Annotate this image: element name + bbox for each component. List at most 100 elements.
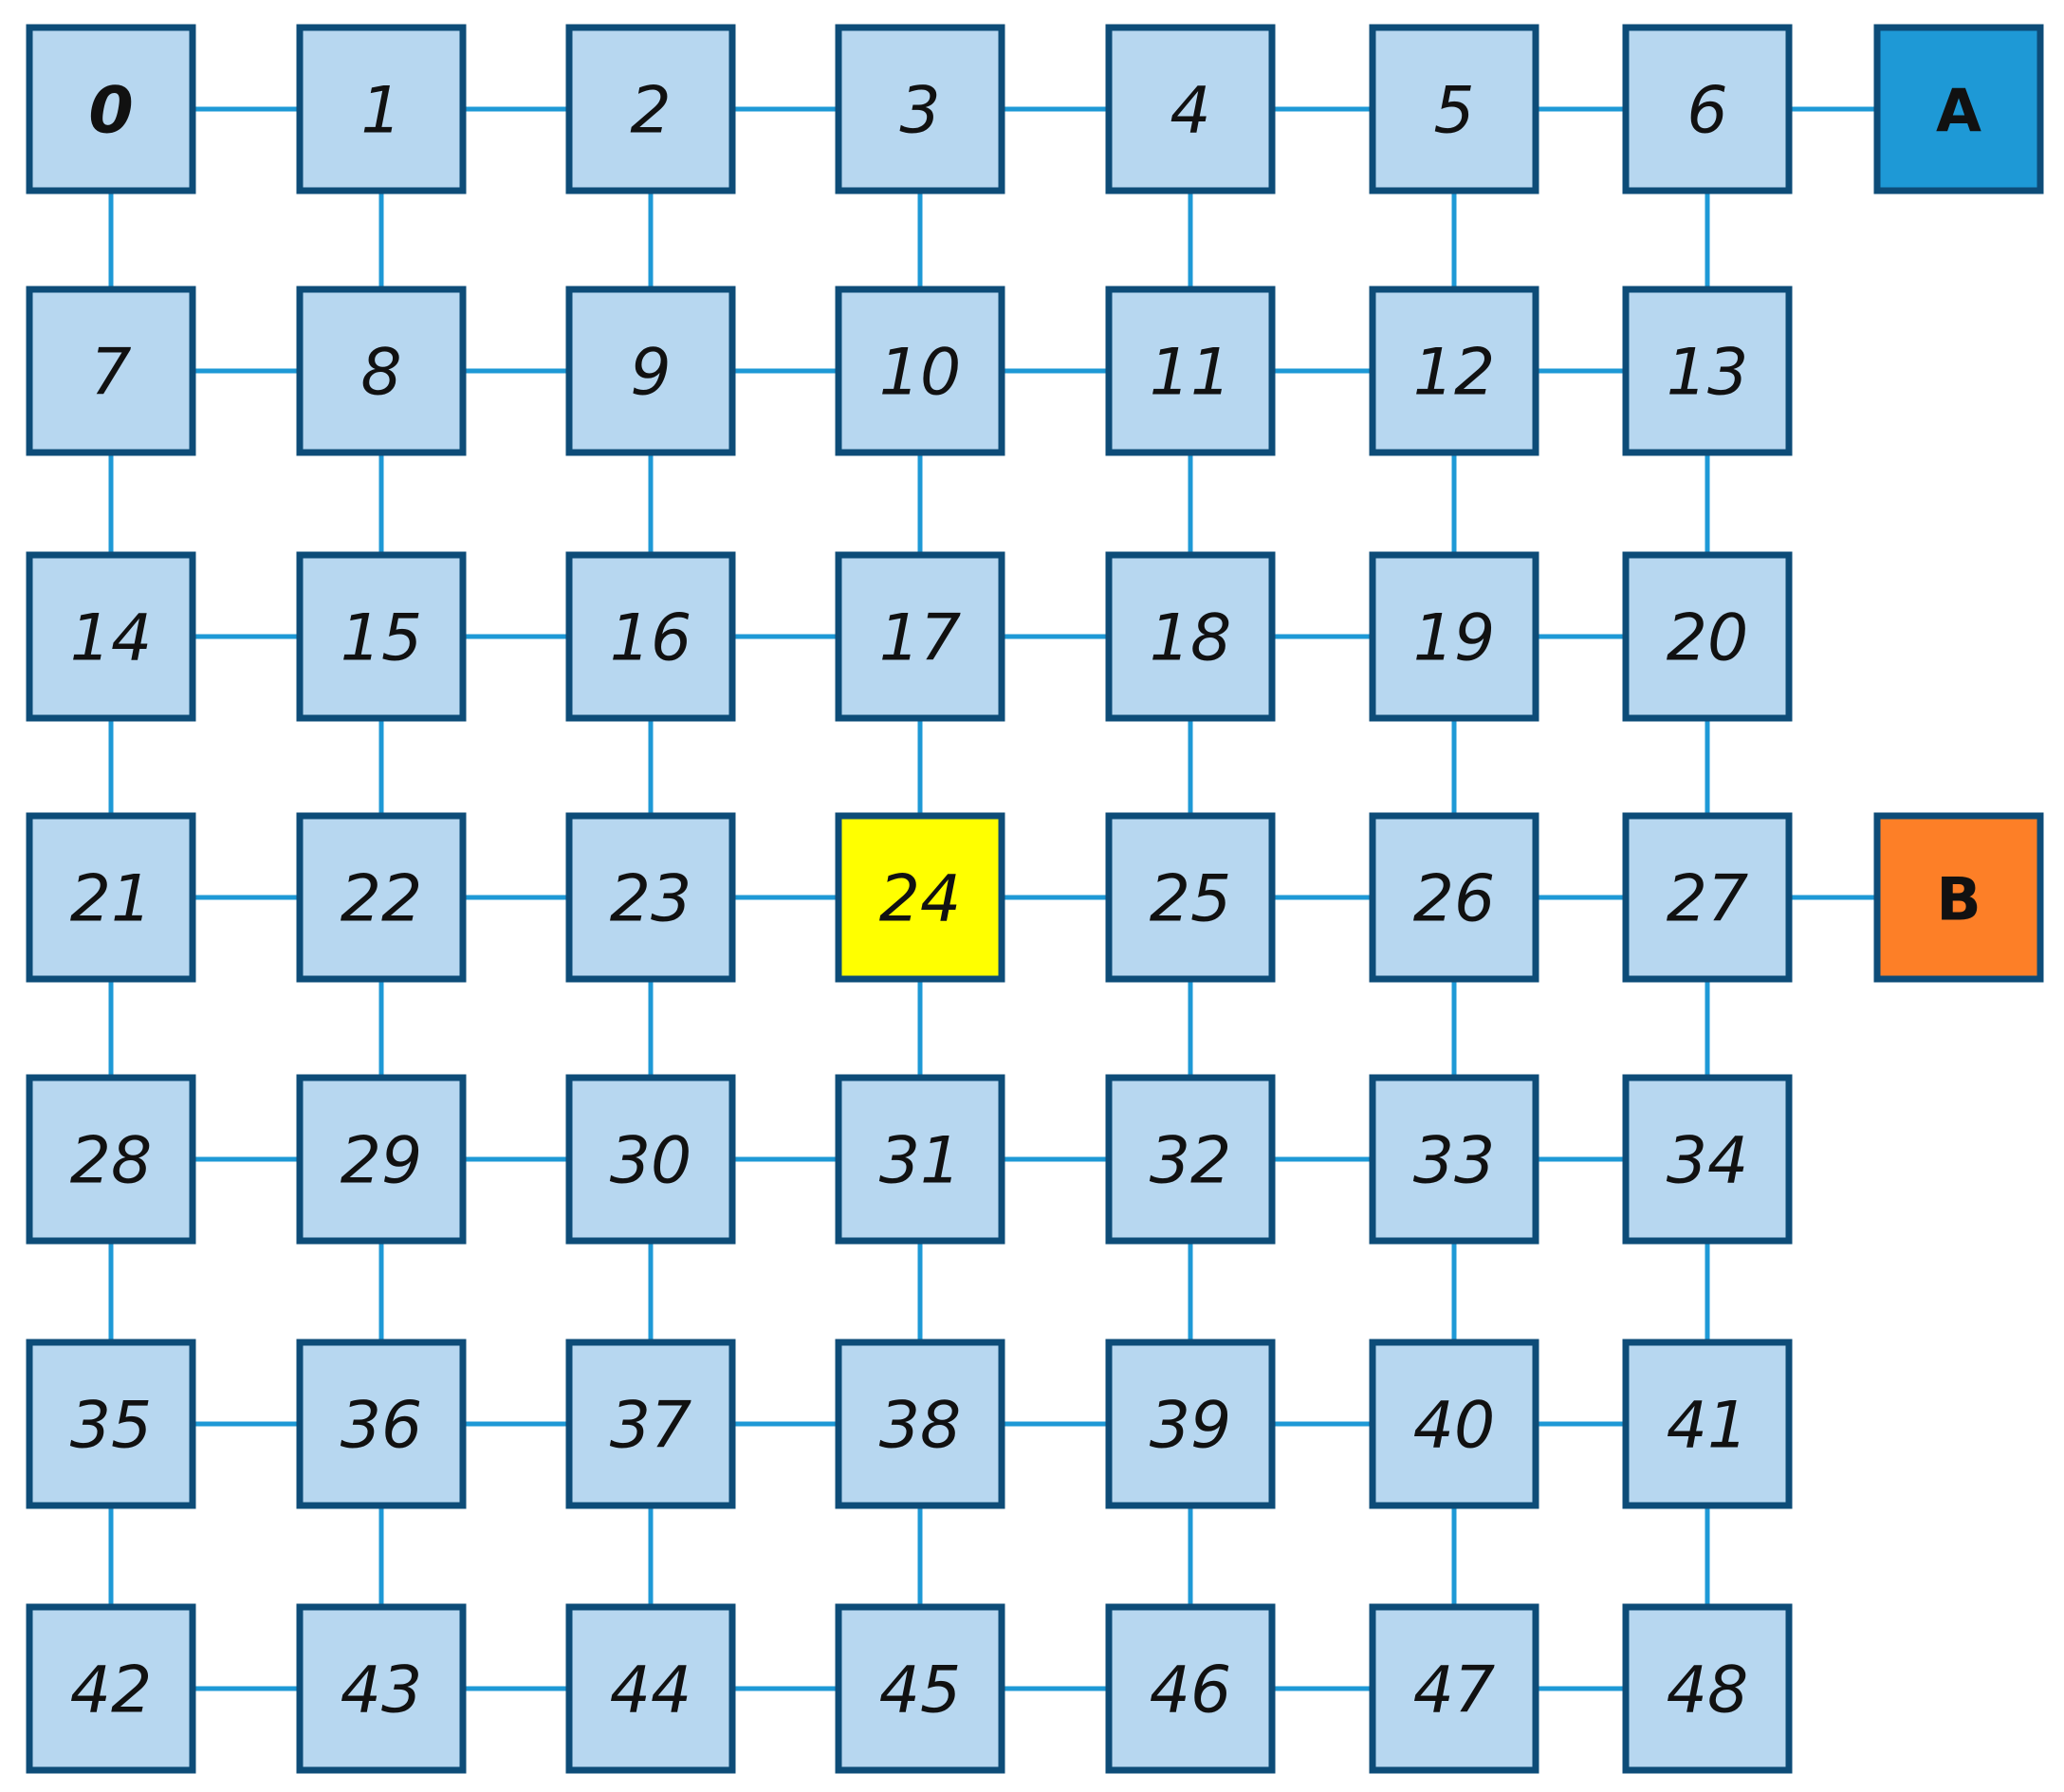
node-box-19 — [1369, 551, 1539, 722]
node-label-46: 46 — [1150, 1653, 1232, 1728]
node-19: 19 — [1369, 551, 1539, 722]
node-12: 12 — [1369, 286, 1539, 456]
node-10: 10 — [835, 286, 1005, 456]
node-18: 18 — [1105, 551, 1276, 722]
node-label-15: 15 — [341, 601, 423, 676]
node-label-7: 7 — [90, 336, 131, 411]
node-22: 22 — [296, 812, 467, 983]
node-box-47 — [1369, 1603, 1539, 1774]
node-box-31 — [835, 1074, 1005, 1245]
node-box-32 — [1105, 1074, 1276, 1245]
node-box-4 — [1105, 24, 1276, 194]
node-label-26: 26 — [1413, 862, 1496, 937]
node-label-31: 31 — [879, 1124, 962, 1199]
node-box-10 — [835, 286, 1005, 456]
node-35: 35 — [26, 1339, 196, 1509]
node-box-26 — [1369, 812, 1539, 983]
node-label-8: 8 — [360, 336, 401, 411]
node-label-28: 28 — [70, 1124, 153, 1199]
node-box-27 — [1622, 812, 1793, 983]
node-box-16 — [565, 551, 736, 722]
node-label-14: 14 — [70, 601, 153, 676]
node-box-17 — [835, 551, 1005, 722]
node-label-13: 13 — [1667, 336, 1749, 411]
node-box-6 — [1622, 24, 1793, 194]
node-label-5: 5 — [1433, 74, 1474, 149]
node-37: 37 — [565, 1339, 736, 1509]
node-box-21 — [26, 812, 196, 983]
node-box-36 — [296, 1339, 467, 1509]
node-5: 5 — [1369, 24, 1539, 194]
node-box-43 — [296, 1603, 467, 1774]
node-label-27: 27 — [1667, 862, 1749, 937]
node-box-14 — [26, 551, 196, 722]
node-box-3 — [835, 24, 1005, 194]
node-box-1 — [296, 24, 467, 194]
node-box-30 — [565, 1074, 736, 1245]
node-43: 43 — [296, 1603, 467, 1774]
node-label-25: 25 — [1150, 862, 1232, 937]
terminal-label-B: B — [1936, 865, 1981, 934]
node-label-41: 41 — [1667, 1389, 1749, 1464]
node-45: 45 — [835, 1603, 1005, 1774]
edges-layer — [108, 106, 1877, 1691]
node-box-8 — [296, 286, 467, 456]
node-box-35 — [26, 1339, 196, 1509]
node-box-41 — [1622, 1339, 1793, 1509]
node-7: 7 — [26, 286, 196, 456]
node-label-19: 19 — [1413, 601, 1496, 676]
node-box-12 — [1369, 286, 1539, 456]
node-box-20 — [1622, 551, 1793, 722]
terminal-B: B — [1873, 812, 2044, 983]
node-box-37 — [565, 1339, 736, 1509]
node-label-40: 40 — [1413, 1389, 1496, 1464]
node-label-21: 21 — [70, 862, 153, 937]
node-label-37: 37 — [610, 1389, 692, 1464]
node-box-18 — [1105, 551, 1276, 722]
node-box-28 — [26, 1074, 196, 1245]
terminal-label-A: A — [1936, 77, 1981, 146]
node-2: 2 — [565, 24, 736, 194]
node-box-2 — [565, 24, 736, 194]
node-9: 9 — [565, 286, 736, 456]
node-label-43: 43 — [341, 1653, 423, 1728]
node-41: 41 — [1622, 1339, 1793, 1509]
node-box-7 — [26, 286, 196, 456]
node-3: 3 — [835, 24, 1005, 194]
node-box-24 — [835, 812, 1005, 983]
node-label-36: 36 — [341, 1389, 423, 1464]
node-label-12: 12 — [1413, 336, 1496, 411]
node-34: 34 — [1622, 1074, 1793, 1245]
node-label-42: 42 — [70, 1653, 153, 1728]
node-label-0: 0 — [88, 74, 133, 149]
node-33: 33 — [1369, 1074, 1539, 1245]
node-32: 32 — [1105, 1074, 1276, 1245]
node-39: 39 — [1105, 1339, 1276, 1509]
node-30: 30 — [565, 1074, 736, 1245]
node-box-5 — [1369, 24, 1539, 194]
node-17: 17 — [835, 551, 1005, 722]
node-13: 13 — [1622, 286, 1793, 456]
node-box-34 — [1622, 1074, 1793, 1245]
node-label-23: 23 — [610, 862, 692, 937]
node-8: 8 — [296, 286, 467, 456]
node-label-45: 45 — [879, 1653, 962, 1728]
node-14: 14 — [26, 551, 196, 722]
node-box-11 — [1105, 286, 1276, 456]
node-38: 38 — [835, 1339, 1005, 1509]
node-44: 44 — [565, 1603, 736, 1774]
node-label-39: 39 — [1150, 1389, 1232, 1464]
node-label-34: 34 — [1667, 1124, 1749, 1199]
node-27: 27 — [1622, 812, 1793, 983]
node-label-11: 11 — [1150, 336, 1232, 411]
node-box-25 — [1105, 812, 1276, 983]
terminal-box-B — [1873, 812, 2044, 983]
node-box-39 — [1105, 1339, 1276, 1509]
node-label-16: 16 — [610, 601, 692, 676]
node-label-4: 4 — [1170, 74, 1210, 149]
node-label-22: 22 — [341, 862, 423, 937]
node-label-6: 6 — [1686, 74, 1727, 149]
node-label-1: 1 — [360, 74, 401, 149]
